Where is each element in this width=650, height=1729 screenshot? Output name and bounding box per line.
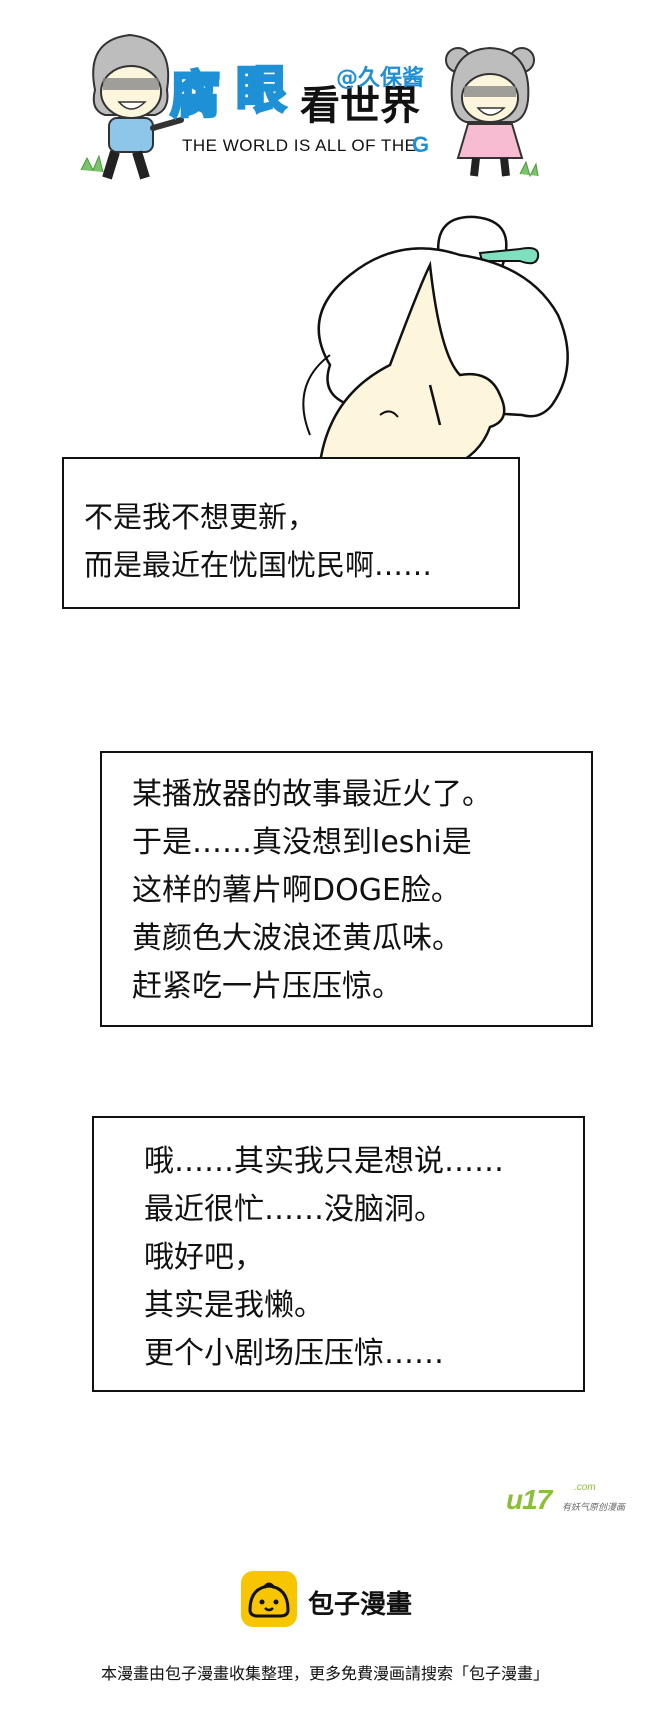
logo-subtitle: THE WORLD IS ALL OF THE bbox=[182, 136, 417, 155]
girl-character-illustration bbox=[445, 46, 539, 178]
u17-logo: u17 bbox=[506, 1484, 552, 1515]
bubble-text-line: 某播放器的故事最近火了。 bbox=[132, 777, 492, 812]
bubble-text-line: 更个小剧场压压惊…… bbox=[144, 1336, 444, 1371]
logo-title-part3: 看世界 bbox=[300, 83, 420, 129]
author-handle: @久保酱 bbox=[336, 66, 425, 91]
footer-note: 本漫畫由包子漫畫收集整理，更多免費漫画請搜索「包子漫畫」 bbox=[100, 1664, 549, 1683]
bun-mascot-icon bbox=[241, 1571, 297, 1627]
logo-title-part2: 眼 bbox=[235, 61, 288, 119]
brand-name: 包子漫畫 bbox=[308, 1590, 413, 1620]
bubble-text-line: 不是我不想更新， bbox=[84, 500, 317, 534]
speech-bubble-2: 某播放器的故事最近火了。 于是……真没想到leshi是 这样的薯片啊DOGE脸。… bbox=[100, 751, 593, 1027]
comic-header: 腐 眼 看世界 @久保酱 THE WORLD IS ALL OF THE G bbox=[0, 0, 650, 200]
speech-bubble-3: 哦……其实我只是想说…… 最近很忙……没脑洞。 哦好吧， 其实是我懒。 更个小剧… bbox=[92, 1116, 585, 1392]
boy-character-illustration bbox=[80, 33, 184, 180]
bubble-text-line: 于是……真没想到leshi是 bbox=[132, 825, 472, 860]
speech-bubble-1: 不是我不想更新， 而是最近在忧国忧民啊…… bbox=[62, 457, 520, 609]
bubble-text-line: 而是最近在忧国忧民啊…… bbox=[84, 548, 433, 582]
bubble-text-line: 这样的薯片啊DOGE脸。 bbox=[132, 873, 461, 908]
white-haired-character-illustration bbox=[302, 215, 569, 478]
u17-tagline: 有妖气原创漫画 bbox=[562, 1503, 626, 1513]
logo-title-part1: 腐 bbox=[169, 66, 222, 124]
bubble-text-line: 哦好吧， bbox=[144, 1240, 264, 1275]
logo-subtitle-mark: G bbox=[412, 132, 430, 157]
u17-watermark: u17 .com 有妖气原创漫画 bbox=[506, 1482, 646, 1515]
brand-badge[interactable]: 包子漫畫 bbox=[240, 1570, 440, 1630]
bubble-text-line: 黄颜色大波浪还黄瓜味。 bbox=[132, 921, 462, 956]
bubble-text-line: 哦……其实我只是想说…… bbox=[144, 1144, 504, 1179]
u17-logo-suffix: .com bbox=[574, 1482, 596, 1493]
bubble-text-line: 赶紧吃一片压压惊。 bbox=[132, 969, 402, 1004]
bubble-text-line: 其实是我懒。 bbox=[144, 1288, 324, 1323]
bubble-text-line: 最近很忙……没脑洞。 bbox=[144, 1192, 444, 1227]
